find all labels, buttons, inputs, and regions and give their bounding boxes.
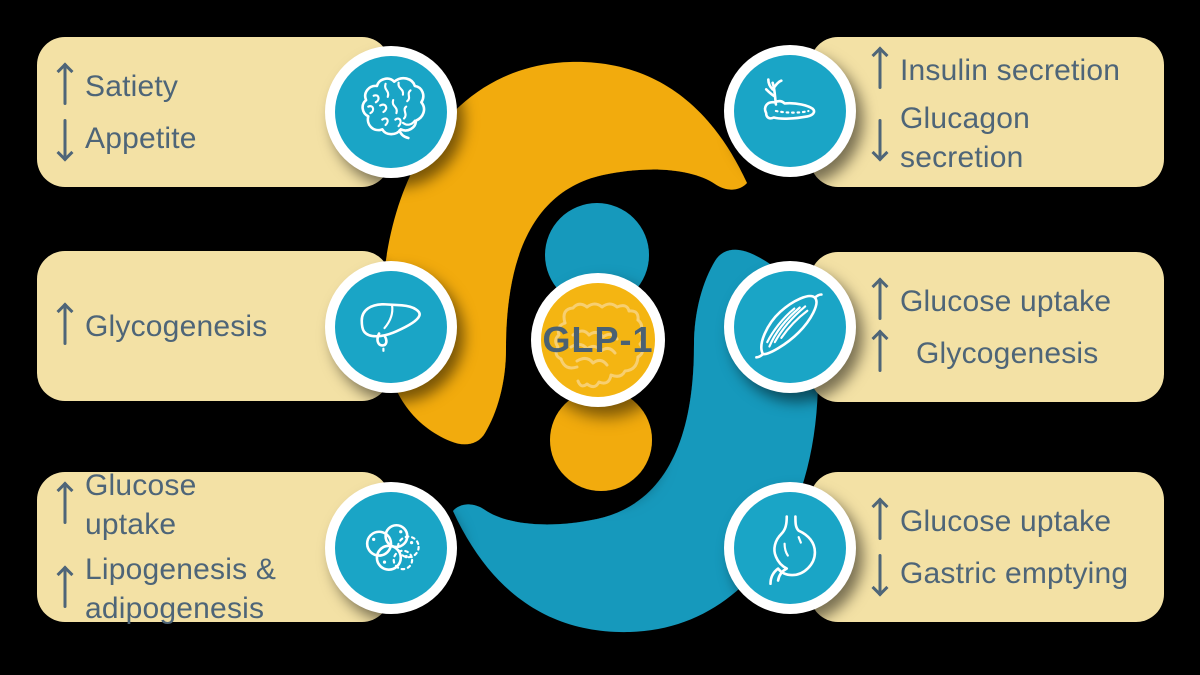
effect-text: Glucagon secretion [900, 102, 1031, 174]
effect-line: Glucose uptake [871, 277, 1148, 324]
card-muscle: Glucose uptake Glycogenesis [810, 252, 1164, 402]
brain-icon-circle [325, 46, 457, 178]
fat-cells-icon-circle [325, 482, 457, 614]
arrow-icon [56, 302, 74, 349]
effect-line: Satiety [56, 62, 295, 109]
arrow-icon [871, 497, 889, 544]
pancreas-icon-circle [724, 45, 856, 177]
effect-text: Insulin secretion [900, 53, 1121, 87]
effect-line: Glucose uptake [871, 497, 1148, 544]
effect-line: Glycogenesis [871, 329, 1148, 376]
effect-text: Gastric emptying [900, 556, 1129, 590]
arrow-icon [871, 329, 889, 376]
effect-text: Glycogenesis [916, 336, 1099, 370]
brain-icon [361, 76, 426, 140]
pancreas-icon [763, 78, 816, 120]
glp1-center-badge: GLP-1 [531, 273, 665, 407]
effect-text: Glycogenesis [85, 309, 268, 343]
arrow-icon [871, 46, 889, 93]
muscle-icon-circle [724, 261, 856, 393]
effect-text: Lipogenesis & adipogenesis [85, 553, 277, 625]
arrow-icon [56, 115, 74, 162]
arrow-icon [871, 115, 889, 162]
effect-line: Appetite [56, 115, 295, 162]
effect-line: Glucose uptake [56, 466, 295, 544]
liver-icon [360, 302, 421, 352]
yellow-dot [550, 389, 652, 491]
glp1-label-wrap: GLP-1 [541, 283, 655, 397]
effect-text: Glucose uptake [900, 504, 1112, 538]
arrow-icon [56, 481, 74, 528]
effect-line: Glucagon secretion [871, 99, 1148, 177]
effect-text: Appetite [85, 121, 197, 155]
effect-line: Insulin secretion [871, 46, 1148, 93]
fat-cells-icon [365, 523, 420, 571]
effect-text: Glucose uptake [900, 284, 1112, 318]
effect-line: Gastric emptying [871, 550, 1148, 597]
arrow-icon [56, 62, 74, 109]
effect-text: Satiety [85, 69, 179, 103]
effect-line: Lipogenesis & adipogenesis [56, 550, 295, 628]
glp1-label: GLP-1 [542, 319, 654, 360]
arrow-icon [56, 565, 74, 612]
effect-text: Glucose uptake [85, 469, 197, 541]
muscle-icon [755, 293, 823, 359]
yellow-swirl-arm [381, 61, 747, 445]
stomach-icon-circle [724, 482, 856, 614]
card-pancreas: Insulin secretion Glucagon secretion [810, 37, 1164, 187]
liver-icon-circle [325, 261, 457, 393]
effect-line: Glycogenesis [56, 302, 295, 349]
arrow-icon [871, 550, 889, 597]
arrow-icon [871, 277, 889, 324]
stomach-icon [769, 515, 817, 586]
intestine-icon [554, 302, 645, 389]
card-stomach: Glucose uptake Gastric emptying [810, 472, 1164, 622]
